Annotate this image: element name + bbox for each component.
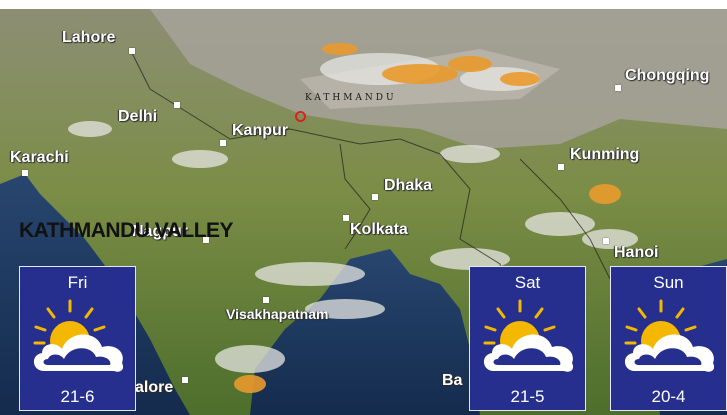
city-dot: [22, 170, 28, 176]
city-label-visakhapatnam: Visakhapatnam: [226, 306, 329, 322]
city-dot: [615, 85, 621, 91]
forecast-day: Sat: [514, 273, 541, 292]
city-dot: [129, 48, 135, 54]
city-dot: [372, 194, 378, 200]
forecast-card-sat[interactable]: Sat 21-5: [469, 266, 586, 411]
city-label-karachi: Karachi: [10, 149, 69, 166]
city-dot: [203, 237, 209, 243]
forecast-card-sun[interactable]: Sun 20-4: [610, 266, 727, 411]
city-dot: [343, 215, 349, 221]
top-border: [0, 0, 727, 9]
city-label-nagpur: Nagpur: [132, 223, 188, 240]
city-label-hanoi: Hanoi: [614, 244, 659, 261]
city-label-chongqing: Chongqing: [625, 67, 710, 84]
city-dot: [603, 238, 609, 244]
city-label-delhi: Delhi: [118, 108, 158, 125]
city-dot: [220, 140, 226, 146]
region-title: KATHMANDU VALLEY: [19, 219, 234, 242]
capital-label: KATHMANDU: [305, 93, 397, 103]
city-dot: [174, 102, 180, 108]
forecast-temp: 21-5: [510, 387, 545, 406]
forecast-card-fri[interactable]: Fri 21-6: [19, 266, 136, 411]
partly-cloudy-icon: [33, 299, 124, 372]
forecast-temp: 20-4: [651, 387, 686, 406]
city-dot: [182, 377, 188, 383]
city-label-bangkok: Ba: [442, 372, 463, 389]
forecast-day: Fri: [67, 273, 88, 292]
city-label-lahore: Lahore: [62, 29, 116, 46]
city-label-dhaka: Dhaka: [384, 177, 433, 194]
city-label-kunming: Kunming: [570, 146, 640, 163]
partly-cloudy-icon: [483, 299, 574, 372]
forecast-temp: 21-6: [60, 387, 95, 406]
partly-cloudy-icon: [624, 299, 715, 372]
city-label-bangalore: alore: [135, 379, 174, 396]
location-marker-icon: [295, 111, 306, 122]
forecast-day: Sun: [653, 273, 684, 292]
city-dot: [558, 164, 564, 170]
city-label-kolkata: Kolkata: [350, 221, 408, 238]
city-dot: [263, 297, 269, 303]
city-label-kanpur: Kanpur: [232, 122, 288, 139]
